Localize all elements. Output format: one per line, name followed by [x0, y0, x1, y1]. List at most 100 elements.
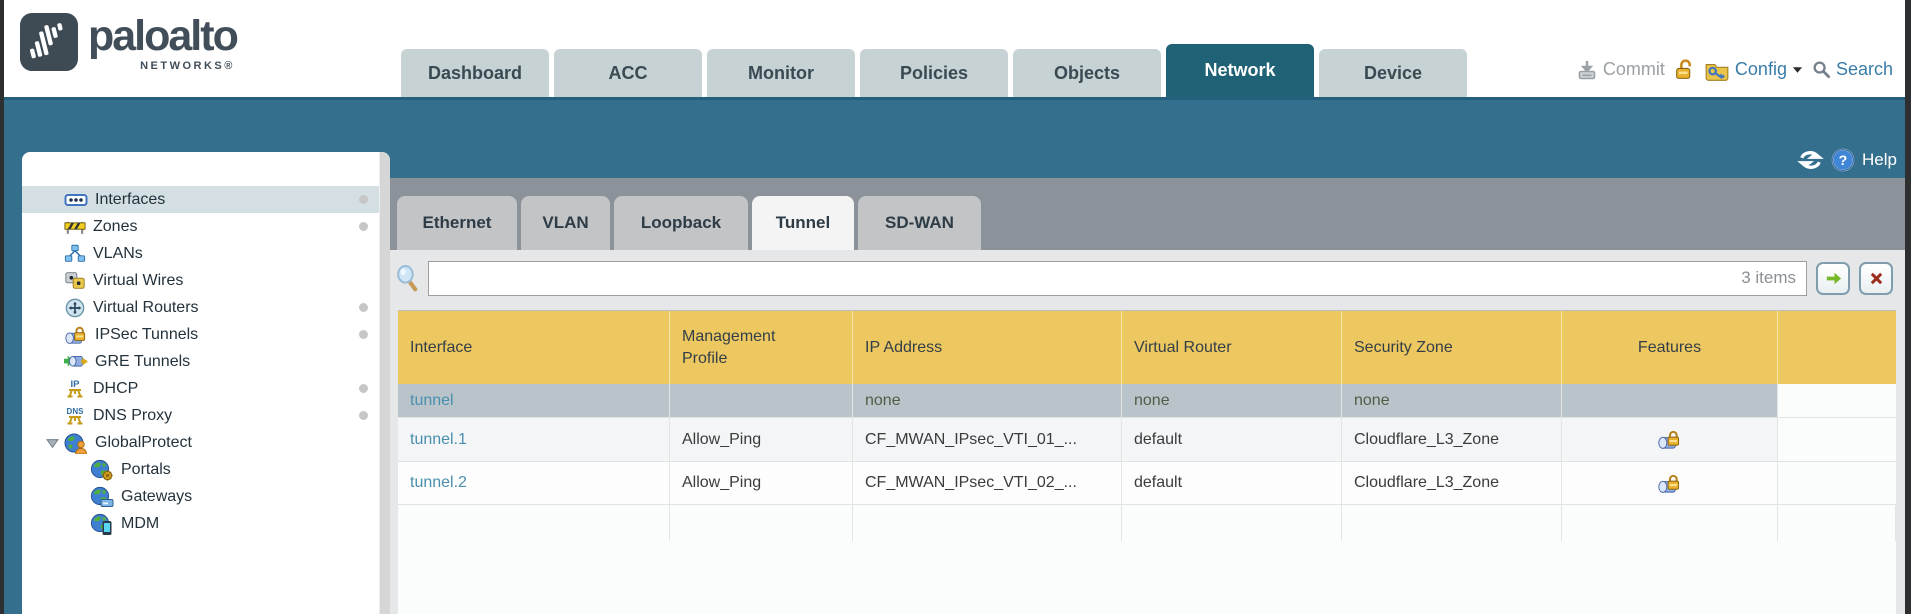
- brand-name: paloalto: [88, 12, 239, 60]
- col-header-features[interactable]: Features: [1562, 311, 1778, 384]
- config-label: Config: [1734, 59, 1787, 79]
- col-header-spacer: [1778, 311, 1896, 384]
- status-dot: [359, 384, 368, 393]
- chevron-down-icon: [1792, 66, 1803, 74]
- sidebar-item-dns-proxy[interactable]: DNS Proxy: [22, 402, 390, 429]
- interface-link[interactable]: tunnel.2: [398, 462, 670, 504]
- ipsec-tunnels-icon: [64, 325, 88, 345]
- tunnel-interfaces-table: Interface Management Profile IP Address …: [398, 310, 1896, 614]
- commit-button[interactable]: Commit: [1576, 59, 1665, 81]
- virtual-routers-icon: [64, 298, 86, 318]
- table-row[interactable]: tunnel.1 Allow_Ping CF_MWAN_IPsec_VTI_01…: [398, 418, 1896, 462]
- sidebar-item-interfaces[interactable]: Interfaces: [22, 186, 390, 213]
- main-tab-network[interactable]: Network: [1166, 44, 1314, 97]
- sidebar-item-zones[interactable]: Zones: [22, 213, 390, 240]
- refresh-icon[interactable]: [1797, 148, 1824, 172]
- table-row[interactable]: tunnel none none none: [398, 384, 1896, 418]
- sidebar-item-ipsec-tunnels[interactable]: IPSec Tunnels: [22, 321, 390, 348]
- network-sidebar: Interfaces Zones VLANs Virtual Wires Vir…: [22, 152, 390, 614]
- status-dot: [359, 303, 368, 312]
- vlans-icon: [64, 244, 86, 263]
- apply-filter-button[interactable]: [1816, 261, 1850, 295]
- filter-magnifier-icon: [396, 264, 419, 293]
- interface-type-tabs: Ethernet VLAN Loopback Tunnel SD-WAN: [397, 196, 981, 250]
- features-cell: [1562, 418, 1778, 461]
- table-row[interactable]: tunnel.2 Allow_Ping CF_MWAN_IPsec_VTI_02…: [398, 462, 1896, 505]
- empty-table-space: [398, 505, 1896, 541]
- window-left-edge: [0, 0, 4, 614]
- interface-link[interactable]: tunnel: [398, 384, 670, 417]
- tab-vlan[interactable]: VLAN: [521, 196, 610, 250]
- sidebar-item-gateways[interactable]: Gateways: [22, 483, 390, 510]
- main-nav-tabs: Dashboard ACC Monitor Policies Objects N…: [401, 44, 1467, 97]
- main-tab-objects[interactable]: Objects: [1013, 49, 1161, 97]
- subtab-band: Ethernet VLAN Loopback Tunnel SD-WAN: [390, 178, 1905, 250]
- search-icon: [1812, 60, 1831, 79]
- sidebar-item-virtual-routers[interactable]: Virtual Routers: [22, 294, 390, 321]
- status-dot: [359, 222, 368, 231]
- top-header: paloalto NETWORKS® Dashboard ACC Monitor…: [4, 0, 1905, 97]
- sidebar-item-portals[interactable]: Portals: [22, 456, 390, 483]
- help-icon[interactable]: [1831, 148, 1855, 172]
- lock-open-icon[interactable]: [1674, 58, 1695, 81]
- search-label: Search: [1835, 59, 1893, 79]
- main-tab-policies[interactable]: Policies: [860, 49, 1008, 97]
- header-actions: Commit Config Search: [1576, 58, 1893, 81]
- sidebar-item-globalprotect[interactable]: GlobalProtect: [22, 429, 390, 456]
- brand-subtitle: NETWORKS®: [140, 60, 235, 72]
- sidebar-item-mdm[interactable]: MDM: [22, 510, 390, 537]
- col-header-management-profile[interactable]: Management Profile: [670, 311, 853, 384]
- interface-link[interactable]: tunnel.1: [398, 418, 670, 461]
- red-x-icon: [1867, 269, 1886, 288]
- zones-icon: [64, 217, 86, 236]
- ipsec-feature-icon: [1657, 429, 1682, 450]
- main-tab-device[interactable]: Device: [1319, 49, 1467, 97]
- gateways-icon: [90, 486, 114, 508]
- green-arrow-icon: [1824, 269, 1843, 288]
- sidebar-item-vlans[interactable]: VLANs: [22, 240, 390, 267]
- config-menu-button[interactable]: Config: [1704, 59, 1803, 81]
- window-right-edge: [1905, 0, 1911, 614]
- mdm-icon: [90, 513, 114, 535]
- globalprotect-icon: [64, 432, 88, 454]
- portals-icon: [90, 459, 114, 481]
- dhcp-icon: [64, 378, 86, 400]
- expand-triangle-icon[interactable]: [46, 438, 59, 449]
- paloalto-logo-icon: [20, 13, 78, 71]
- clear-filter-button[interactable]: [1859, 261, 1893, 295]
- main-tab-acc[interactable]: ACC: [554, 49, 702, 97]
- config-folder-key-icon: [1704, 59, 1730, 81]
- filter-field: 3 items: [428, 260, 1807, 296]
- sidebar-scrollbar[interactable]: [379, 152, 390, 614]
- col-header-virtual-router[interactable]: Virtual Router: [1122, 311, 1342, 384]
- commit-label: Commit: [1602, 59, 1665, 79]
- brand-logo: paloalto NETWORKS®: [20, 12, 239, 72]
- tab-sdwan[interactable]: SD-WAN: [858, 196, 981, 250]
- tab-tunnel[interactable]: Tunnel: [752, 196, 854, 250]
- dns-proxy-icon: [64, 405, 86, 427]
- tab-loopback[interactable]: Loopback: [614, 196, 748, 250]
- main-tab-monitor[interactable]: Monitor: [707, 49, 855, 97]
- sidebar-item-gre-tunnels[interactable]: GRE Tunnels: [22, 348, 390, 375]
- features-cell: [1562, 384, 1778, 417]
- global-search-button[interactable]: Search: [1812, 59, 1893, 80]
- filter-bar: 3 items: [396, 260, 1893, 296]
- virtual-wires-icon: [64, 271, 86, 290]
- ipsec-feature-icon: [1657, 473, 1682, 494]
- tab-ethernet[interactable]: Ethernet: [397, 196, 517, 250]
- help-label[interactable]: Help: [1862, 150, 1897, 169]
- features-cell: [1562, 462, 1778, 504]
- main-tab-dashboard[interactable]: Dashboard: [401, 49, 549, 97]
- filter-input[interactable]: [439, 268, 1742, 288]
- col-header-security-zone[interactable]: Security Zone: [1342, 311, 1562, 384]
- col-header-interface[interactable]: Interface: [398, 311, 670, 384]
- status-dot: [359, 195, 368, 204]
- sidebar-item-virtual-wires[interactable]: Virtual Wires: [22, 267, 390, 294]
- table-header: Interface Management Profile IP Address …: [398, 311, 1896, 384]
- commit-icon: [1576, 59, 1598, 81]
- sidebar-item-dhcp[interactable]: DHCP: [22, 375, 390, 402]
- interfaces-icon: [64, 190, 88, 210]
- items-count: 3 items: [1741, 268, 1796, 287]
- col-header-ip-address[interactable]: IP Address: [853, 311, 1122, 384]
